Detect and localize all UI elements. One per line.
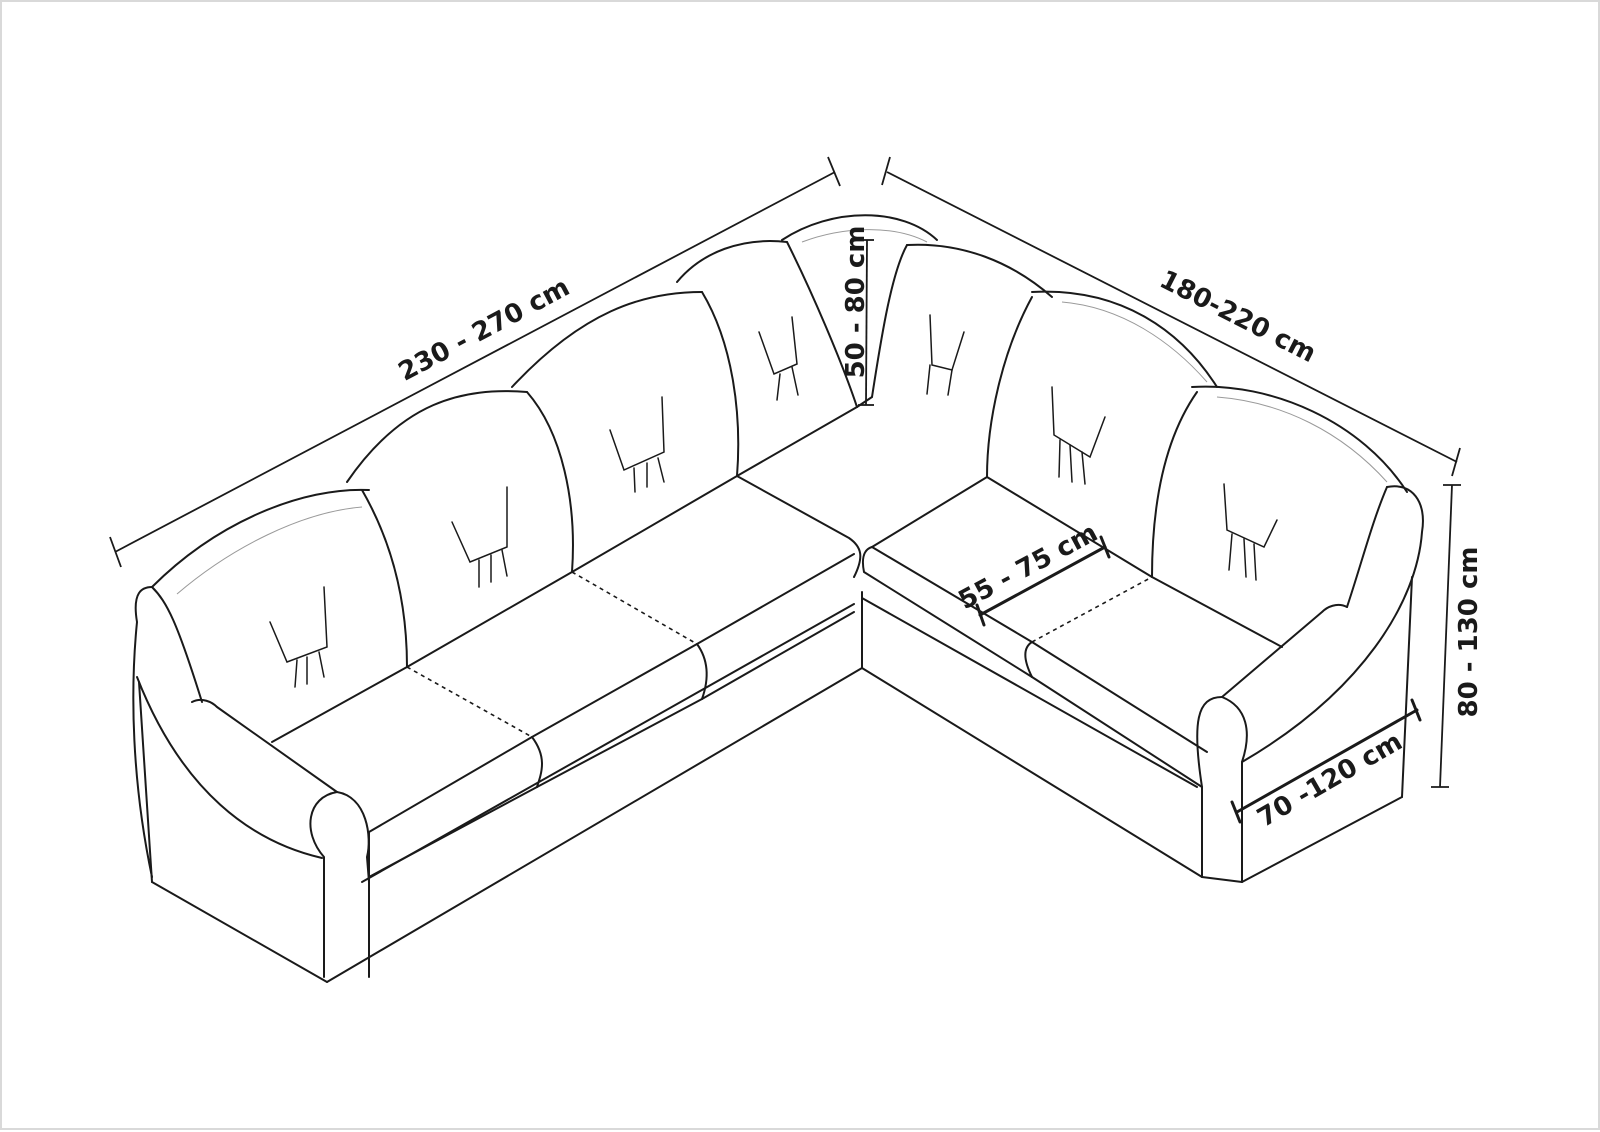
- left-base: [138, 591, 863, 983]
- dim-right-length-line: [886, 171, 1458, 463]
- dim-arm-depth-line: [1235, 708, 1419, 814]
- label-left-length: 230 - 270 cm: [394, 272, 575, 387]
- dim-seat-depth-line: [978, 545, 1107, 617]
- label-back-height: 50 - 80 cm: [841, 226, 871, 379]
- label-total-height: 80 - 130 cm: [1454, 547, 1484, 718]
- right-back-cushions: [906, 243, 1408, 578]
- dim-left-length-line: [114, 171, 836, 553]
- dimension-lines: [109, 156, 1461, 824]
- tufts: [269, 314, 1278, 688]
- label-seat-depth: 55 - 75 cm: [954, 518, 1103, 616]
- right-arm: [1196, 485, 1424, 883]
- left-back-cushions: [346, 240, 858, 668]
- dim-back-height-line: [865, 239, 868, 406]
- dimension-labels: 230 - 270 cm 180-220 cm 50 - 80 cm 55 - …: [394, 226, 1484, 834]
- left-arm: [132, 488, 370, 978]
- label-arm-depth: 70 -120 cm: [1252, 727, 1407, 834]
- right-base: [861, 576, 1413, 883]
- dim-total-height-line: [1439, 484, 1453, 788]
- left-seats: [271, 475, 862, 878]
- label-right-length: 180-220 cm: [1155, 265, 1321, 369]
- right-seats: [862, 476, 1283, 788]
